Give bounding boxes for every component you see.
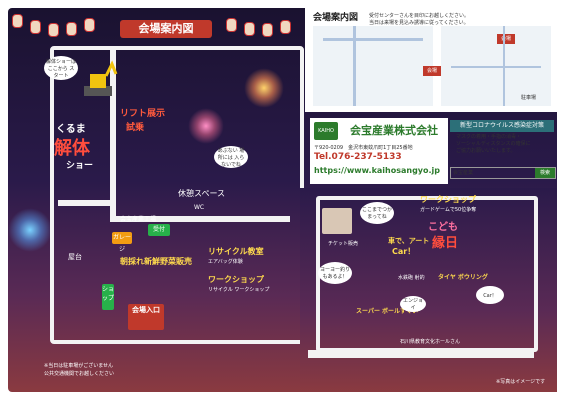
company-tel: Tel.076-237-5133 <box>314 152 402 162</box>
guide-bubble: 解体ショーはここから スタート <box>44 56 78 80</box>
car-art-label: 車で、アート <box>388 237 430 245</box>
company-name: 会宝産業株式会社 <box>350 124 438 137</box>
company-card: KAIHO 会宝産業株式会社 〒920-0209 金沢市東蚊爪町1丁目25番地 … <box>310 118 448 184</box>
firework-icon <box>8 208 52 252</box>
venue-road <box>110 50 116 220</box>
firework-icon <box>188 108 224 144</box>
lantern-icon <box>244 22 255 36</box>
lift-demo-label-2: 試乗 <box>126 123 145 133</box>
fresh-veg-label: 朝採れ新鮮野菜販売 <box>120 257 192 266</box>
wc-label: WC <box>194 204 205 211</box>
road-line <box>451 66 541 68</box>
lantern-icon <box>226 18 237 32</box>
shop-box: ショップ <box>102 284 114 310</box>
covid-line-2: ソーシャルディスタンスの確保に <box>456 141 531 147</box>
road-line <box>503 26 505 106</box>
photo-footnote: ※写真はイメージです <box>496 379 546 385</box>
event-photo <box>322 208 352 234</box>
rest-space-label: 休憩スペース <box>178 189 226 198</box>
workshop-title-sub: ガードゲームで50位争奪 <box>420 207 477 213</box>
covid-body: マスクの着用・手指の消毒・ ソーシャルディスタンスの確保に ご協力お願いいたしま… <box>456 134 530 155</box>
stalls-label: 屋台 <box>68 253 82 261</box>
garage-box: ガレージ <box>112 232 132 253</box>
workshop-title: ワークショップ <box>420 195 476 204</box>
lantern-icon <box>280 20 291 34</box>
reception-box: 受付 <box>148 224 170 236</box>
lift-demo-label: リフト展示 <box>120 109 166 119</box>
workshop-label: ワークショップ <box>208 275 264 284</box>
tire-bowling: タイヤ ボウリング <box>438 274 488 281</box>
parking-footnote: ※当日は駐車場がございません <box>44 363 114 369</box>
entrance-sign: 会場入口 <box>128 304 164 330</box>
company-address: 〒920-0209 金沢市東蚊爪町1丁目25番地 <box>314 145 413 151</box>
road-line <box>353 26 356 106</box>
company-logo: KAIHO <box>314 122 338 140</box>
main-title-right: ショー <box>66 161 94 171</box>
road-line <box>323 38 423 41</box>
lantern-garland <box>8 8 308 37</box>
lantern-icon <box>48 23 59 37</box>
venue-road <box>58 200 114 206</box>
venue-tag-detail: 会場 <box>497 34 515 44</box>
lantern-icon <box>12 14 23 28</box>
access-map-panel: 会場案内図 受付センターさんを目印にお越しください。 当日は来場を見込み誘導に従… <box>305 8 557 112</box>
venue-road <box>110 216 290 222</box>
guide-bubble: あぶない 場所には 入らないでね <box>214 146 248 168</box>
kids-title: こども <box>428 222 458 233</box>
lower-road <box>308 350 534 358</box>
workshop-sub: リサイクル ワークショップ <box>208 287 270 293</box>
access-map-header: 会場案内図 <box>313 13 359 23</box>
lower-bubble-4: Car！ <box>476 286 504 304</box>
firework-icon <box>244 68 284 108</box>
main-title-red: 解体 <box>54 138 90 159</box>
access-map-detail: 会場 駐車場 <box>441 26 551 106</box>
car-art-sub: Car！ <box>392 247 416 256</box>
venue-map-title: 会場案内図 <box>120 20 212 38</box>
covid-line-3: ご協力お願いいたします。 <box>456 148 516 154</box>
access-note: 受付センターさんを目印にお越しください。 <box>369 13 470 19</box>
covid-panel: 新型コロナウイルス感染症対策 マスクの着用・手指の消毒・ ソーシャルディスタンス… <box>450 120 554 184</box>
parking-footnote-2: 公共交通機関でお越しください <box>44 371 115 377</box>
search-box[interactable]: 会宝産業 検索 <box>450 167 556 179</box>
covid-title: 新型コロナウイルス感染症対策 <box>450 120 554 132</box>
lower-bubble-1: ここまでつかまってね <box>360 202 394 224</box>
lantern-icon <box>30 20 41 34</box>
covid-line-1: マスクの着用・手指の消毒・ <box>456 134 522 140</box>
search-query: 会宝産業 <box>453 170 474 176</box>
ticket-label: チケット販売 <box>328 241 359 247</box>
main-title-left: くるま <box>56 124 86 135</box>
lower-bubble-2: ヨーヨー釣りもあるよ！ <box>318 262 352 284</box>
lantern-icon <box>262 23 273 37</box>
car-part-work-label: リサイクル教室 <box>208 247 264 256</box>
road-label: 石川県教育文化ホールさん <box>400 339 461 345</box>
parking-label: 駐車場 <box>521 95 537 101</box>
lower-bubble-3: エンジョイ <box>400 296 426 312</box>
lantern-icon <box>84 18 95 32</box>
lantern-icon <box>66 22 77 36</box>
access-map-wide: 会場 <box>313 26 441 106</box>
excavator-icon <box>84 60 118 96</box>
super-ball: スーパー ボールすくい <box>356 308 419 315</box>
car-part-work-sub: エアバッグ体験 <box>208 259 243 265</box>
company-factory-label: 会宝産業工場 <box>120 216 157 223</box>
access-note-2: 当日は来場を見込み誘導に従ってください。 <box>369 20 469 26</box>
search-button[interactable]: 検索 <box>535 168 555 178</box>
water-game: 水鉄砲 射的 <box>398 275 425 281</box>
company-url[interactable]: https://www.kaihosangyo.jp <box>314 166 441 175</box>
lower-map-panel: ここまでつかまってね ワークショップ ガードゲームで50位争奪 チケット販売 車… <box>300 188 557 392</box>
venue-tag: 会場 <box>423 66 441 76</box>
kids-day: 縁日 <box>432 236 459 251</box>
